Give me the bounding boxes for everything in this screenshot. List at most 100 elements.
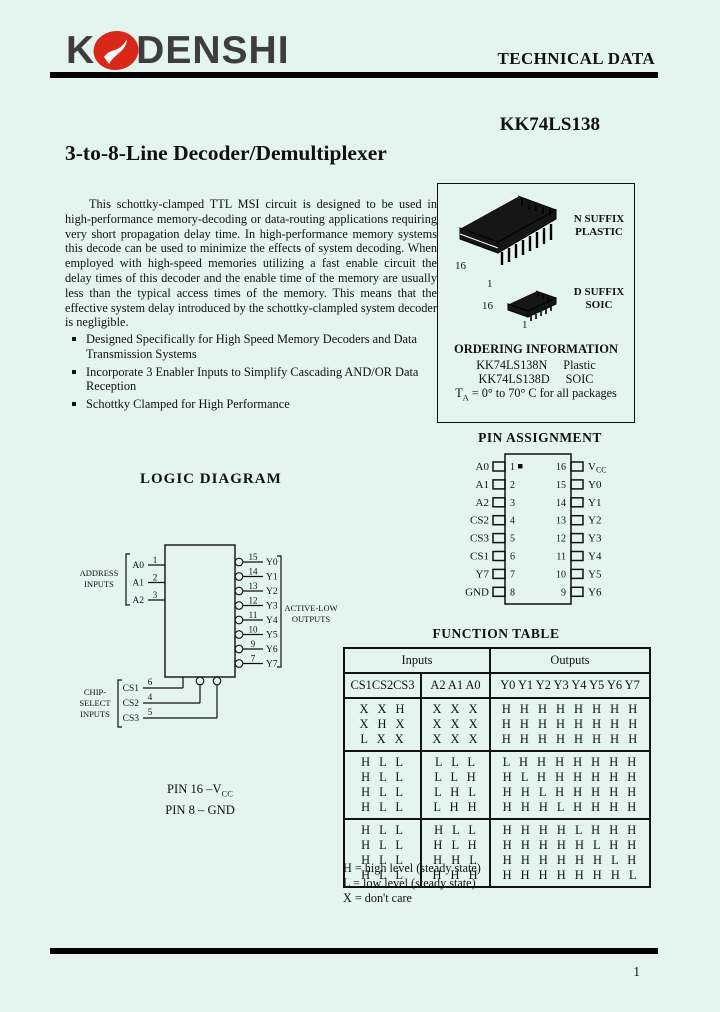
- pin-label-right: Y5: [588, 568, 602, 580]
- pin-number-left: 7: [510, 569, 515, 580]
- pin-number-right: 13: [556, 516, 566, 527]
- output-pin-number: 12: [249, 596, 258, 606]
- table-cell-y: H L H H H H H H: [489, 770, 651, 785]
- logo-text: DENSHI: [136, 29, 290, 72]
- select-label: CS3: [123, 714, 140, 724]
- cs-columns-header: CS1CS2CS3: [350, 678, 415, 692]
- dip-pin1-label: 1: [487, 278, 493, 290]
- select-group-label: INPUTS: [80, 709, 110, 719]
- ordering-part: KK74LS138D: [478, 372, 550, 386]
- ordering-part: KK74LS138N: [476, 358, 548, 372]
- ordering-title: ORDERING INFORMATION: [453, 342, 618, 356]
- pin-number-left: 8: [510, 587, 515, 598]
- outputs-header: Outputs: [489, 648, 651, 674]
- function-table-title: FUNCTION TABLE: [432, 626, 560, 641]
- table-cell-cs: H L L: [361, 823, 404, 837]
- active-low-bubble-icon: [234, 572, 244, 581]
- table-cell-a: X X X: [419, 732, 491, 751]
- pin-stub-left: [492, 461, 506, 472]
- pin-stub-left: [492, 568, 506, 580]
- pin-label-left: CS1: [470, 551, 489, 563]
- feature-text: Schottky Clamped for High Performance: [86, 397, 290, 412]
- table-cell-cs: X H X: [359, 717, 406, 731]
- pin-label-left: Y7: [476, 568, 490, 580]
- table-columns-row: CS1CS2CS3 A2 A1 A0 Y0 Y1 Y2 Y3 Y4 Y5 Y6 …: [344, 673, 651, 698]
- pin-number-right: 16: [556, 462, 566, 473]
- soic-suffix-label: D SUFFIX SOIC: [573, 286, 625, 311]
- table-cell-cs: H L L: [361, 800, 404, 814]
- pin-stub-right: [570, 550, 584, 562]
- logo-letter-k: K: [66, 29, 96, 72]
- table-cell-a: L H L: [419, 785, 491, 800]
- feature-item: Incorporate 3 Enabler Inputs to Simplify…: [70, 365, 438, 395]
- output-pin-number: 14: [249, 567, 259, 577]
- pin-stub-right: [570, 568, 584, 580]
- active-low-bubble-icon: [234, 644, 244, 654]
- table-cell-y: H H H L H H H H: [489, 800, 651, 819]
- table-cell-y: H H H H H H H L: [489, 868, 651, 887]
- dip-package-drawing: [458, 195, 558, 265]
- select-pin-number: 4: [148, 692, 153, 702]
- pin-number-left: 4: [510, 516, 515, 527]
- output-label: Y6: [266, 645, 278, 655]
- legend-line: H = high level (steady state): [343, 861, 481, 875]
- technical-data-label: TECHNICAL DATA: [497, 49, 655, 68]
- output-label: Y5: [266, 631, 278, 641]
- address-bracket: [125, 553, 130, 606]
- pin-label-left: CS2: [470, 515, 489, 527]
- ordering-option: KK74LS138D SOIC: [438, 372, 634, 387]
- ordering-package: Plastic: [563, 358, 596, 372]
- package-ordering-box: N SUFFIX PLASTIC 16 1 D SUFFIX SOIC 16: [437, 183, 635, 423]
- output-label: Y4: [266, 616, 278, 626]
- table-cell-a: L L L: [419, 751, 491, 770]
- bullet-icon: [72, 337, 76, 341]
- pin-label-right: Y4: [588, 551, 602, 563]
- page-number: 1: [633, 964, 640, 979]
- select-bracket: [117, 679, 122, 728]
- function-table: Inputs Outputs CS1CS2CS3 A2 A1 A0 Y0 Y1 …: [343, 647, 652, 888]
- inputs-header: Inputs: [344, 648, 491, 674]
- pin-stub-left: [492, 479, 506, 490]
- active-low-bubble-icon: [234, 557, 244, 567]
- pin-label-right: Y2: [588, 515, 601, 527]
- outputs-bracket: [277, 555, 282, 668]
- logic-diagram: 15Y014Y113Y212Y311Y410Y59Y67Y7ACTIVE-LOW…: [79, 544, 338, 728]
- select-group-label: SELECT: [79, 698, 111, 708]
- address-label: A2: [132, 596, 144, 606]
- table-cell-cs: H L L: [361, 853, 404, 867]
- active-low-bubble-icon: [195, 676, 205, 686]
- address-pin-number: 2: [153, 573, 158, 583]
- active-low-bubble-icon: [212, 676, 222, 686]
- header-rule: [50, 72, 658, 78]
- table-cell-y: H H H H H H H H: [489, 717, 651, 732]
- select-label: CS1: [123, 684, 140, 694]
- address-group-label: INPUTS: [84, 579, 114, 589]
- pin-label-right: Y6: [588, 586, 602, 598]
- dip-suffix-label: N SUFFIX PLASTIC: [573, 213, 625, 238]
- table-cell-a: X X X: [419, 698, 491, 717]
- description-paragraph: This schottky-clamped TTL MSI circuit is…: [65, 197, 437, 330]
- output-pin-number: 13: [249, 581, 259, 591]
- output-label: Y1: [266, 573, 278, 583]
- address-label: A1: [132, 579, 144, 589]
- active-low-bubble-icon: [234, 601, 244, 610]
- dip-pin16-label: 16: [455, 260, 466, 272]
- table-cell-y: H H H H L H H H: [489, 819, 651, 838]
- pin-label-left: A0: [476, 461, 490, 473]
- pin-stub-right: [570, 479, 584, 490]
- table-cell-a: H H H: [419, 868, 491, 887]
- table-cell-cs: H L L: [361, 770, 404, 784]
- legend-line: L = low level (steady state): [343, 875, 476, 890]
- brand-logo: K DENSHI: [66, 30, 290, 71]
- output-pin-number: 11: [249, 610, 258, 620]
- bullet-icon: [72, 369, 76, 374]
- footer-rule: [50, 948, 658, 954]
